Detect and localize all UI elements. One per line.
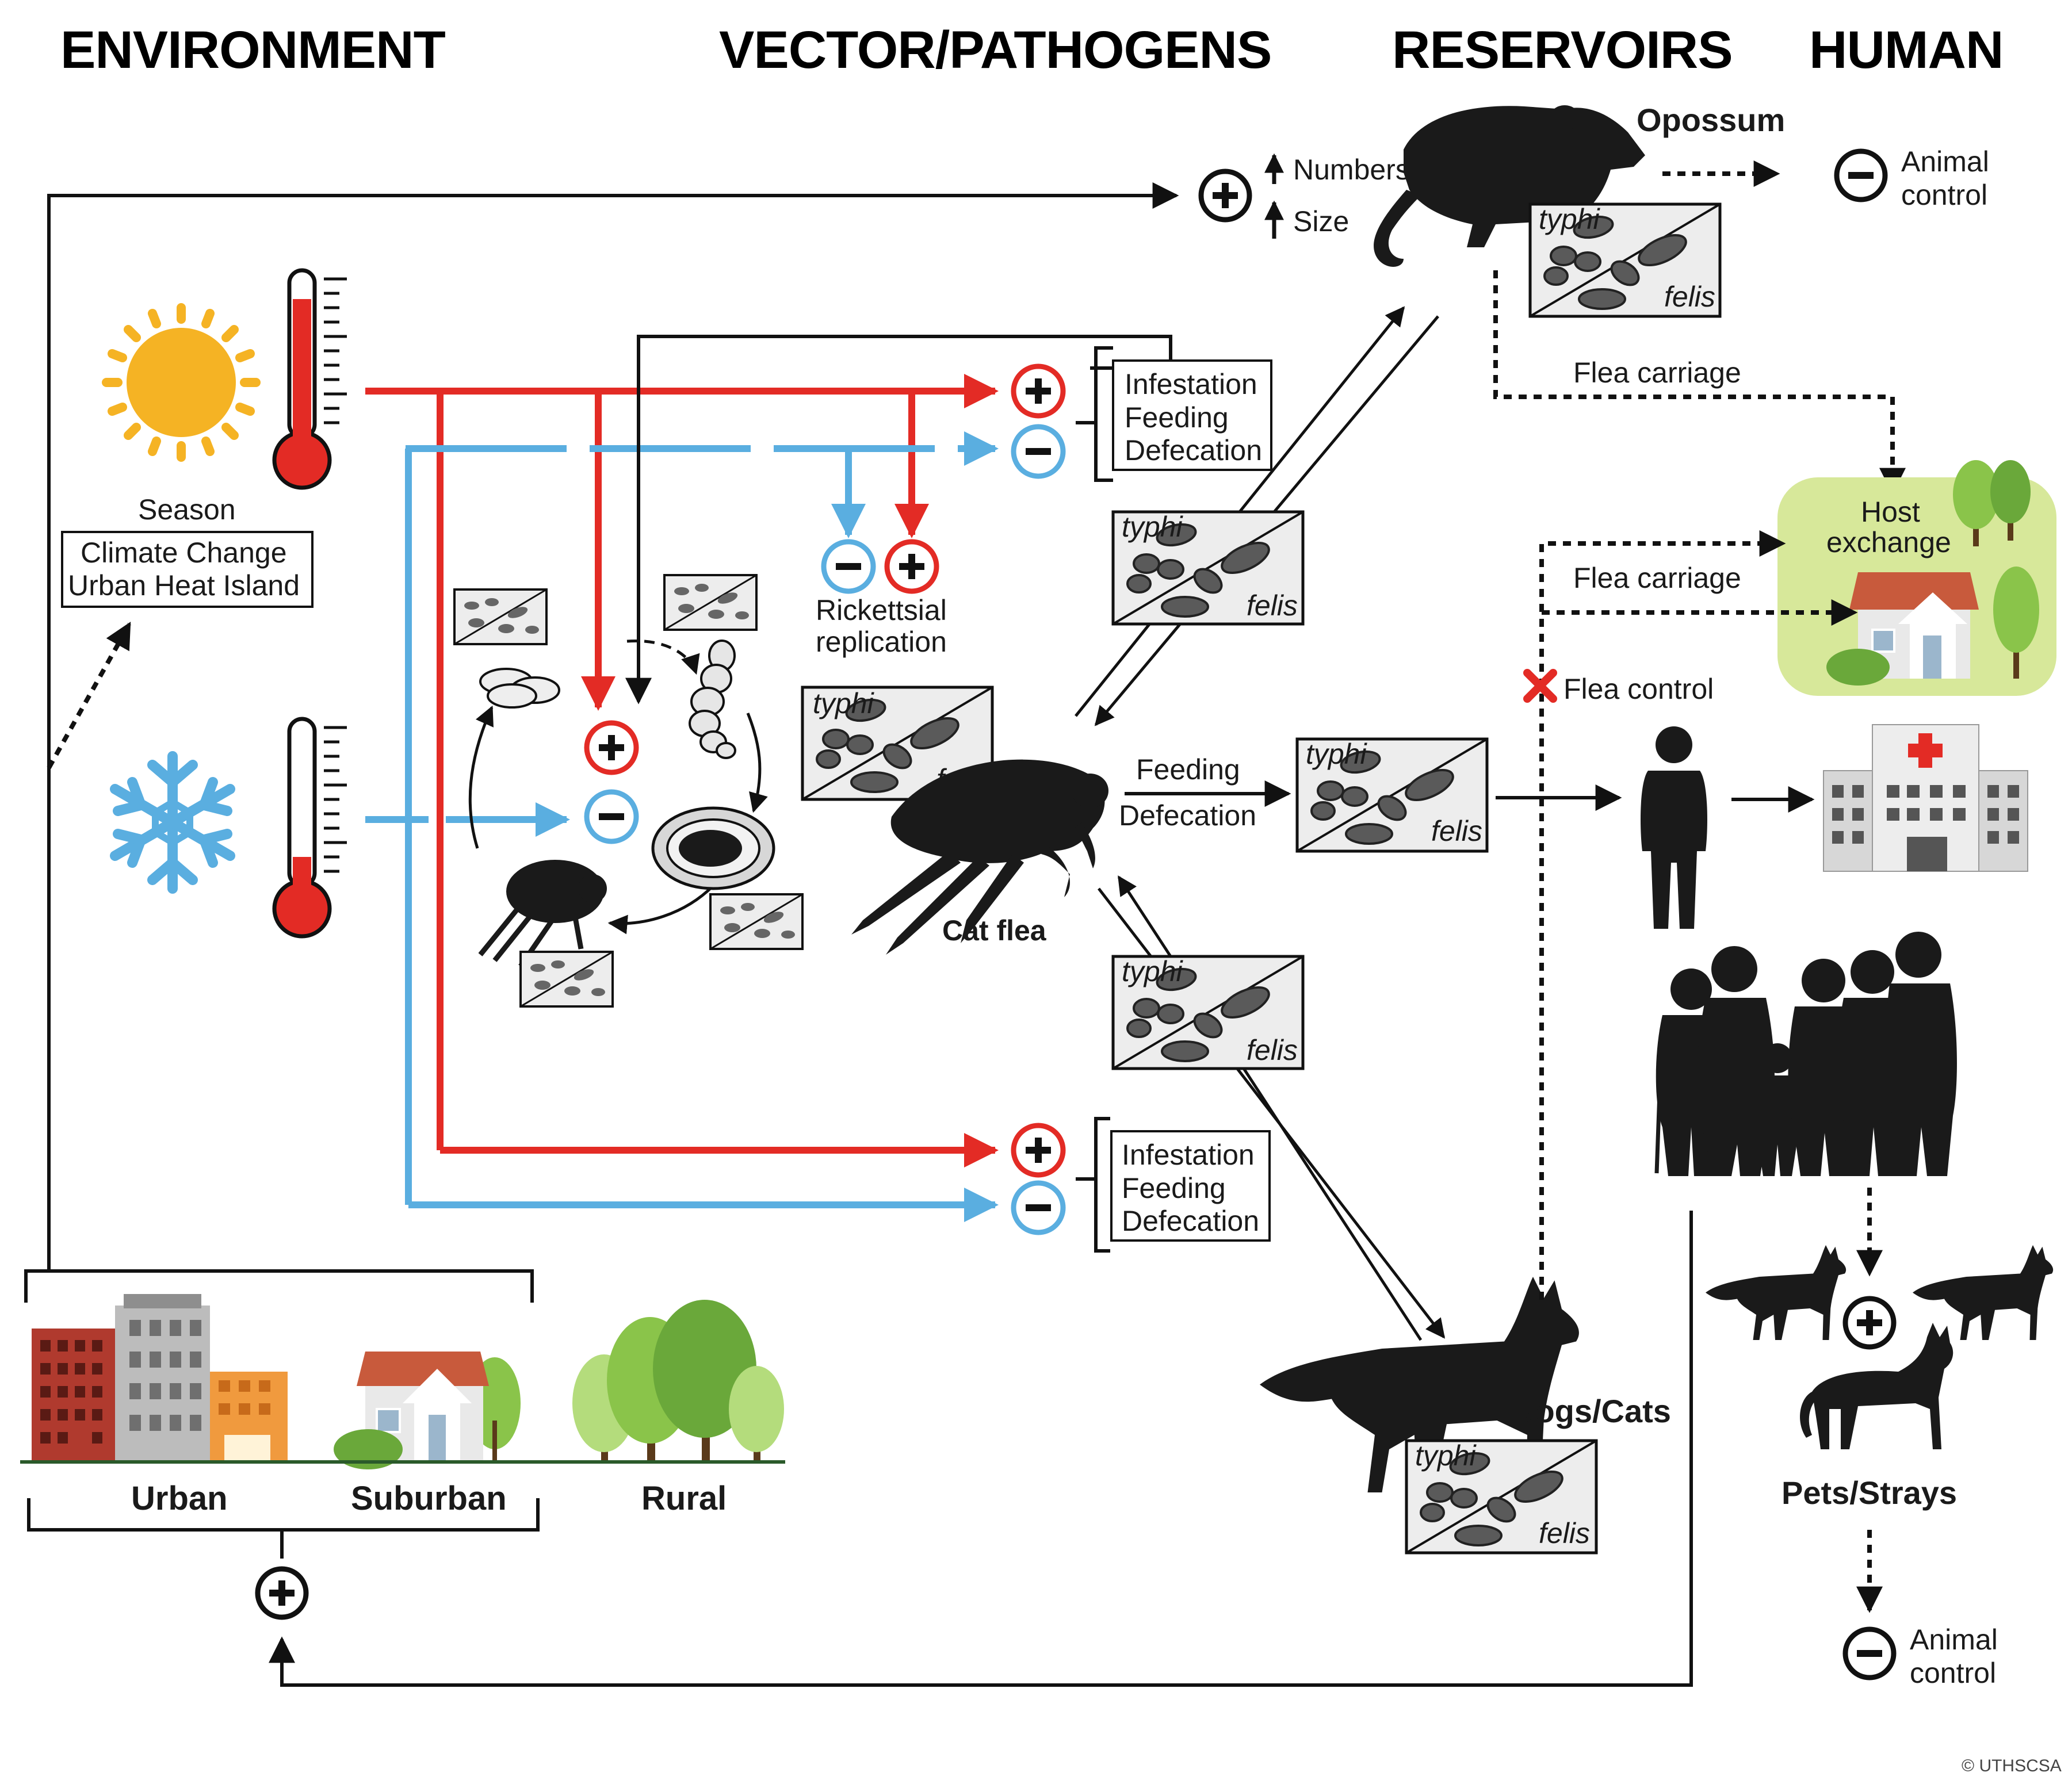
season-label: Season <box>138 493 236 526</box>
flea-pupa-icon <box>651 806 775 890</box>
pathogen-box-eggs <box>453 588 548 645</box>
rural-label: Rural <box>641 1480 727 1517</box>
flea-carriage-top-label: Flea carriage <box>1573 357 1741 389</box>
numbers-label: Numbers <box>1293 154 1410 186</box>
cat-flea-label: Cat flea <box>942 914 1047 947</box>
opossum-label: Opossum <box>1637 102 1785 138</box>
dogs-cats-label: Dogs/Cats <box>1512 1393 1671 1429</box>
opossum-flea-carriage-line <box>1493 270 1906 495</box>
plus-infestation-bottom-icon <box>1014 1125 1063 1175</box>
animal-control-top-2: control <box>1901 179 1987 211</box>
credit-label: © UTHSCSA <box>1962 1756 2062 1775</box>
animal-control-top-1: Animal <box>1901 146 1989 178</box>
human-to-env-arrow <box>269 1211 1693 1687</box>
dog-flea-carriage-line <box>1539 530 1786 1300</box>
header-human: HUMAN <box>1809 21 2003 79</box>
dog-left-icon <box>1706 1245 1847 1340</box>
cat-icon <box>1800 1323 1954 1449</box>
pets-plus-icon <box>1845 1299 1894 1347</box>
host-exchange-house-icon <box>1826 572 1979 686</box>
host-label: Host <box>1861 496 1920 528</box>
urban-heat-island-label: Urban Heat Island <box>68 569 300 602</box>
infestation-label-2: Infestation <box>1122 1139 1255 1171</box>
thermometer-icon <box>274 270 347 488</box>
upper-felis-label: felis <box>1247 589 1298 622</box>
defecation-label: Defecation <box>1125 434 1262 466</box>
header-environment: ENVIRONMENT <box>60 21 446 79</box>
numbers-plus-icon <box>1201 171 1249 220</box>
animal-control-bottom-minus-icon <box>1845 1629 1894 1678</box>
climate-feedback-arrow <box>47 621 132 769</box>
opossum-typhi-label: typhi <box>1539 203 1601 235</box>
climate-change-label: Climate Change <box>81 537 287 569</box>
dog-felis-label: felis <box>1539 1517 1590 1549</box>
opossum-felis-label: felis <box>1664 281 1715 313</box>
family-icon <box>1654 932 1957 1176</box>
suburban-house-icon <box>334 1352 521 1469</box>
flea-carriage-mid-label: Flea carriage <box>1573 562 1741 594</box>
header-vector-pathogens: VECTOR/PATHOGENS <box>719 21 1271 79</box>
env-bracket-top <box>24 1269 534 1303</box>
effects-box-top <box>1112 359 1272 471</box>
animal-control-bottom-1: Animal <box>1910 1624 1998 1656</box>
adult-flea-small-icon <box>478 860 607 968</box>
snowflake-icon <box>110 751 235 894</box>
size-label: Size <box>1293 205 1349 238</box>
replication-minus-icon <box>824 542 873 591</box>
human-felis-label: felis <box>1431 815 1482 847</box>
plus-infestation-top-icon <box>1014 366 1063 416</box>
exchange-label: exchange <box>1826 526 1951 558</box>
person-icon <box>1641 726 1707 929</box>
hospital-icon <box>1823 724 2028 872</box>
minus-infestation-top-icon <box>1014 427 1063 476</box>
animal-control-bottom-2: control <box>1910 1657 1996 1689</box>
flea-control-label: Flea control <box>1563 673 1714 705</box>
cat-flea-icon <box>851 759 1108 955</box>
replication-plus-icon <box>887 542 936 591</box>
thermometer-cold-icon <box>274 719 347 936</box>
header-reservoirs: RESERVOIRS <box>1392 21 1733 79</box>
dog-typhi-label: typhi <box>1415 1440 1477 1472</box>
env-to-reservoir-arrow <box>47 182 1179 1271</box>
infestation-label: Infestation <box>1125 368 1257 400</box>
feeding-label-2: Feeding <box>1122 1172 1226 1204</box>
minus-infestation-bottom-icon <box>1014 1183 1063 1232</box>
climate-box <box>61 531 314 608</box>
flea-dog-arrows <box>1098 875 1446 1341</box>
suburban-label: Suburban <box>351 1480 507 1517</box>
lower-felis-label: felis <box>1247 1034 1298 1066</box>
lifecycle-cycle <box>468 639 768 935</box>
effects-bracket-top <box>1094 346 1113 482</box>
cat-flea-typhi-label: typhi <box>813 687 875 719</box>
sun-icon <box>102 303 261 462</box>
lower-typhi-label: typhi <box>1122 955 1184 987</box>
rural-trees-icon <box>572 1300 784 1461</box>
flea-control-x-icon <box>1523 669 1557 703</box>
transmission-defecation-label: Defecation <box>1119 799 1256 832</box>
feeding-label: Feeding <box>1125 401 1229 434</box>
flea-larva-icon <box>689 640 736 759</box>
pathogen-box-adult <box>519 951 614 1008</box>
effects-bracket-bottom <box>1094 1117 1110 1253</box>
effects-box-bottom <box>1110 1130 1271 1242</box>
lifecycle-minus-icon <box>587 792 636 841</box>
opossum-icon <box>1374 105 1645 267</box>
flea-eggs-icon <box>479 668 560 709</box>
pets-strays-label: Pets/Strays <box>1782 1475 1957 1511</box>
urban-buildings-icon <box>32 1294 288 1461</box>
human-typhi-label: typhi <box>1306 738 1368 770</box>
replication-label: replication <box>816 626 947 658</box>
transmission-feeding-label: Feeding <box>1136 753 1240 786</box>
host-exchange-trees-icon <box>1953 460 2039 679</box>
animal-control-top-minus-icon <box>1837 151 1885 200</box>
urbanization-plus-icon <box>258 1569 306 1617</box>
pathogen-box-larva <box>663 574 758 631</box>
pathogen-box-pupa <box>709 893 804 950</box>
defecation-label-2: Defecation <box>1122 1205 1259 1237</box>
upper-typhi-label: typhi <box>1122 511 1184 543</box>
rickettsial-label: Rickettsial <box>816 594 947 626</box>
lifecycle-plus-icon <box>587 723 636 772</box>
urban-label: Urban <box>131 1480 228 1517</box>
